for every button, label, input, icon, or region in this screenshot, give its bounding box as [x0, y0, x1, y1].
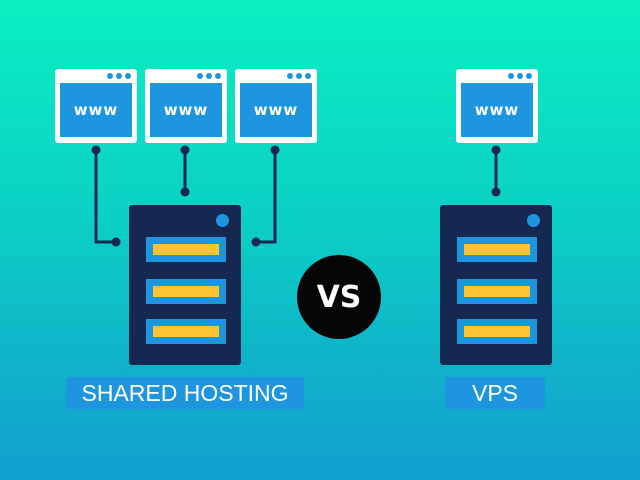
window-dots	[197, 73, 221, 79]
drive-bay	[457, 279, 537, 304]
browser-window-vps: www	[456, 69, 538, 143]
browser-window-2: www	[145, 69, 227, 143]
server-led-icon	[216, 214, 229, 227]
www-text: www	[60, 83, 132, 137]
www-text: www	[461, 83, 533, 137]
drive-bay	[146, 319, 226, 344]
window-dots	[107, 73, 131, 79]
drive-bay	[146, 279, 226, 304]
www-text: www	[240, 83, 312, 137]
www-text: www	[150, 83, 222, 137]
window-dots	[508, 73, 532, 79]
drive-bay	[146, 237, 226, 262]
vps-label: VPS	[445, 377, 545, 409]
vps-server	[440, 205, 552, 365]
drive-bay	[457, 319, 537, 344]
window-dots	[287, 73, 311, 79]
server-led-icon	[527, 214, 540, 227]
browser-window-3: www	[235, 69, 317, 143]
vs-badge: VS	[297, 255, 381, 339]
connector-left	[94, 150, 116, 244]
connector-right	[256, 150, 277, 244]
shared-server	[129, 205, 241, 365]
shared-hosting-label: SHARED HOSTING	[66, 377, 304, 409]
browser-window-1: www	[55, 69, 137, 143]
drive-bay	[457, 237, 537, 262]
